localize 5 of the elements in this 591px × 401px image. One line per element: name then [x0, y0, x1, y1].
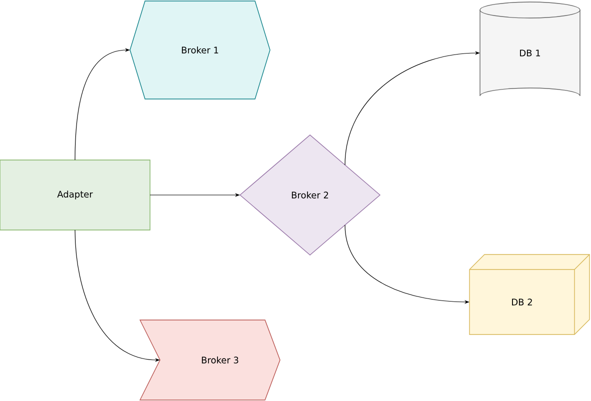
hexagon-node: Broker 1	[130, 0, 270, 100]
database-cylinder: DB 1	[480, 2, 580, 96]
database-cube: DB 2	[469, 254, 590, 335]
chevron-node: Broker 3	[139, 320, 280, 400]
process-box: Adapter	[0, 160, 150, 230]
